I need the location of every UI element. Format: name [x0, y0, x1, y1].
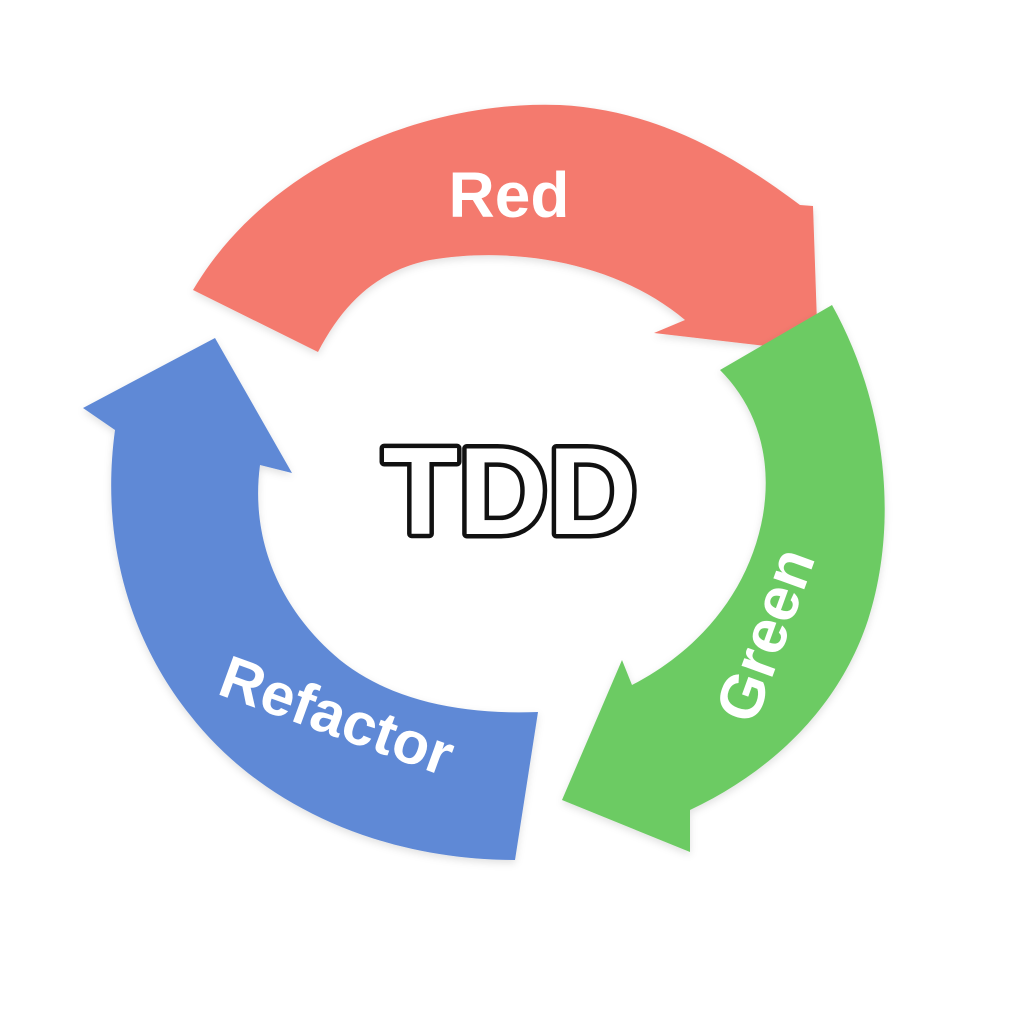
red-arrow [193, 104, 818, 352]
green-arrow [562, 305, 885, 852]
center-title: TDD [383, 423, 638, 561]
blue-arrow [83, 338, 538, 860]
red-label: Red [449, 159, 570, 231]
